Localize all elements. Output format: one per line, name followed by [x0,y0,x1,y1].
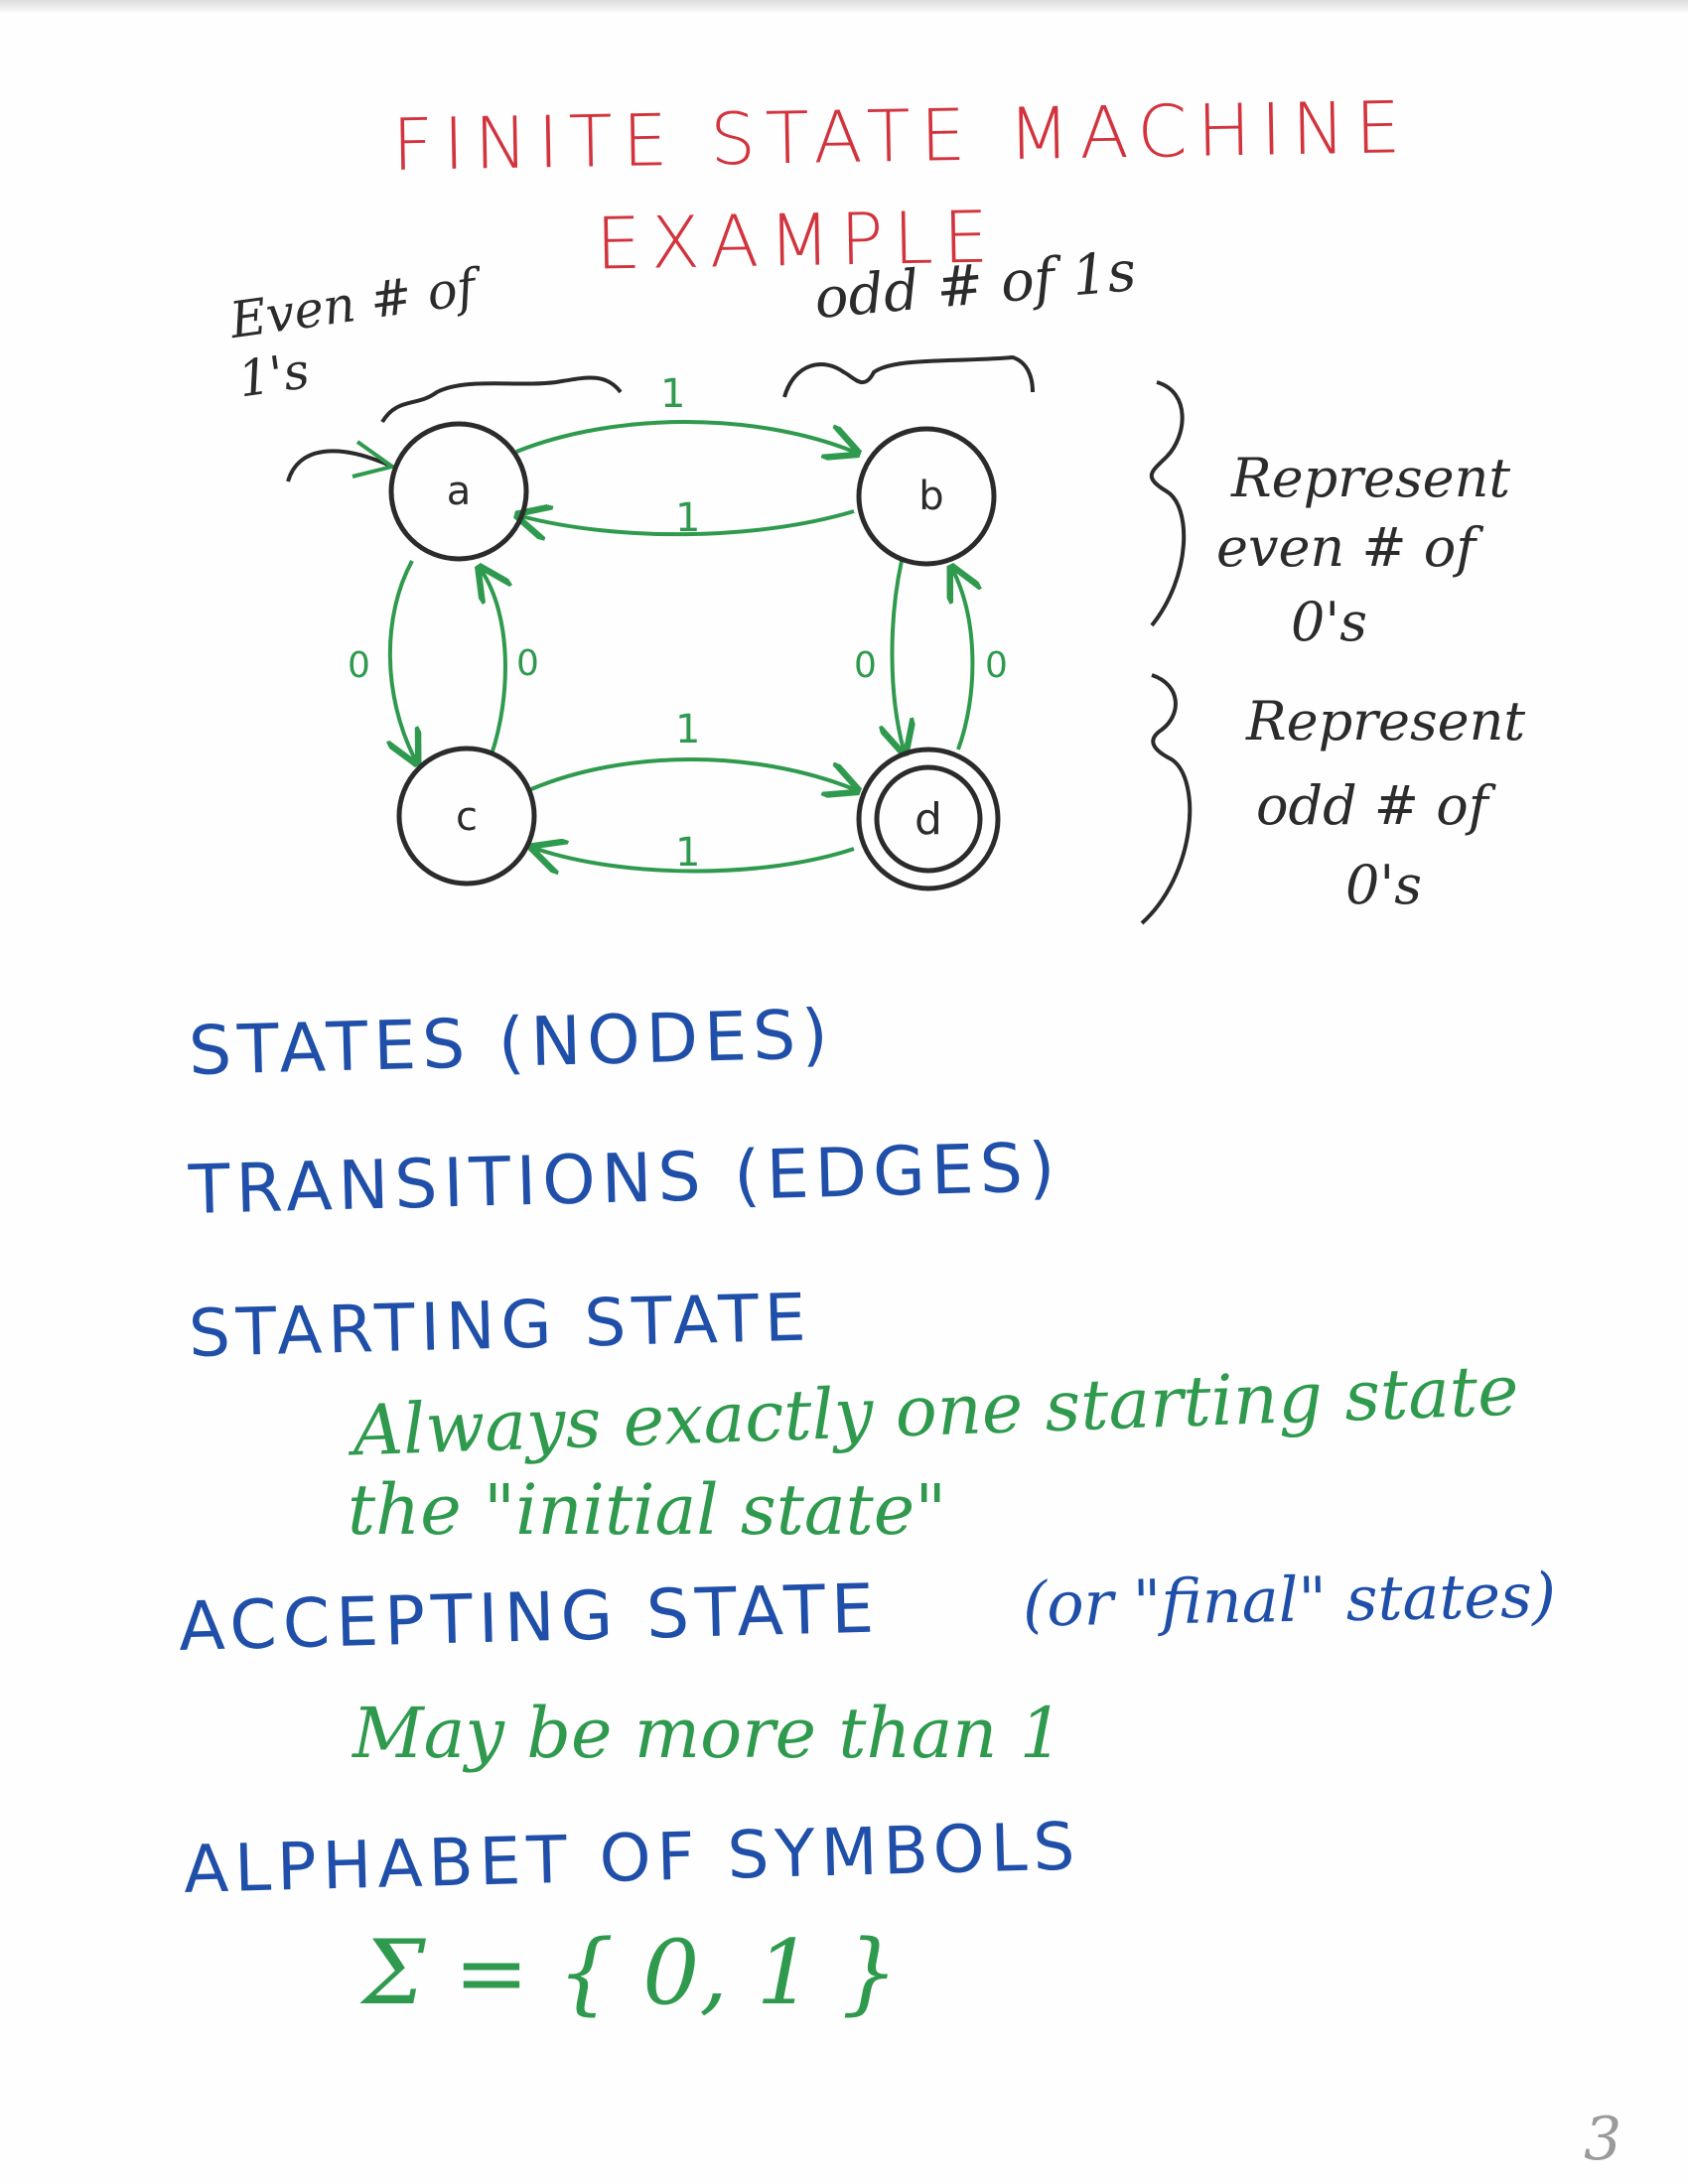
brace-top-note-1: Represent [1231,447,1511,509]
transition-a-b [515,420,854,452]
transition-a-c [390,560,415,759]
state-c-label: c [456,794,478,840]
brace-even-ones [380,375,623,424]
transition-c-d [530,757,854,789]
label-c-d: 1 [675,707,700,752]
brace-odd-ones [782,354,1035,398]
state-b: b [856,426,997,567]
label-c-a: 0 [516,643,539,684]
label-d-c: 1 [675,830,700,876]
brace-bottom-note-2: odd # of [1256,774,1488,837]
state-c-circle [396,746,537,887]
state-d-outer-circle [856,747,1001,891]
note-starting-line-2: the "initial state" [348,1469,947,1551]
note-alphabet-def: Σ = { 0, 1 } [362,1921,899,2025]
scan-edge [0,0,1688,14]
label-b-d: 0 [854,645,877,686]
transition-b-a [521,511,855,534]
page-number: 3 [1584,2105,1622,2174]
state-a-circle [388,421,529,562]
state-a-label: a [447,469,472,514]
state-c: c [396,746,537,887]
note-accepting-line-1: May be more than 1 [352,1693,1064,1774]
start-arrow-head [352,440,397,478]
label-b-a: 1 [675,495,700,541]
note-starting-state: Starting State [187,1279,813,1372]
brace-bottom [1140,673,1193,925]
brace-bottom-note-3: 0's [1345,854,1422,916]
note-accepting-paren: (or "final" states) [1022,1559,1557,1641]
note-transitions: Transitions (Edges) [187,1129,1062,1230]
note-states: States (Nodes) [187,996,835,1091]
brace-top [1150,380,1187,627]
note-starting-line-1: Always exactly one starting state [351,1349,1520,1472]
transition-d-b [953,571,972,751]
brace-bottom-note-1: Represent [1246,690,1526,752]
label-a-b: 1 [660,371,685,417]
note-accepting-state: Accepting State [177,1570,881,1667]
state-a: a [388,421,529,562]
state-d: d [856,747,1001,891]
start-arrow [286,449,393,482]
label-d-b: 0 [985,645,1008,686]
label-a-c: 0 [348,645,370,686]
state-d-label: d [914,794,942,845]
brace-top-note-2: even # of [1216,516,1477,579]
fsm-diagram: 1 1 1 1 0 0 0 0 a b c d [286,354,1193,925]
state-b-label: b [918,474,943,519]
state-b-circle [856,426,997,567]
brace-top-note-3: 0's [1291,591,1367,653]
transition-c-a [482,571,505,755]
transition-d-c [536,849,855,872]
state-d-inner-circle [874,764,983,874]
note-alphabet: Alphabet of Symbols [182,1808,1082,1908]
transition-b-d [892,560,904,750]
